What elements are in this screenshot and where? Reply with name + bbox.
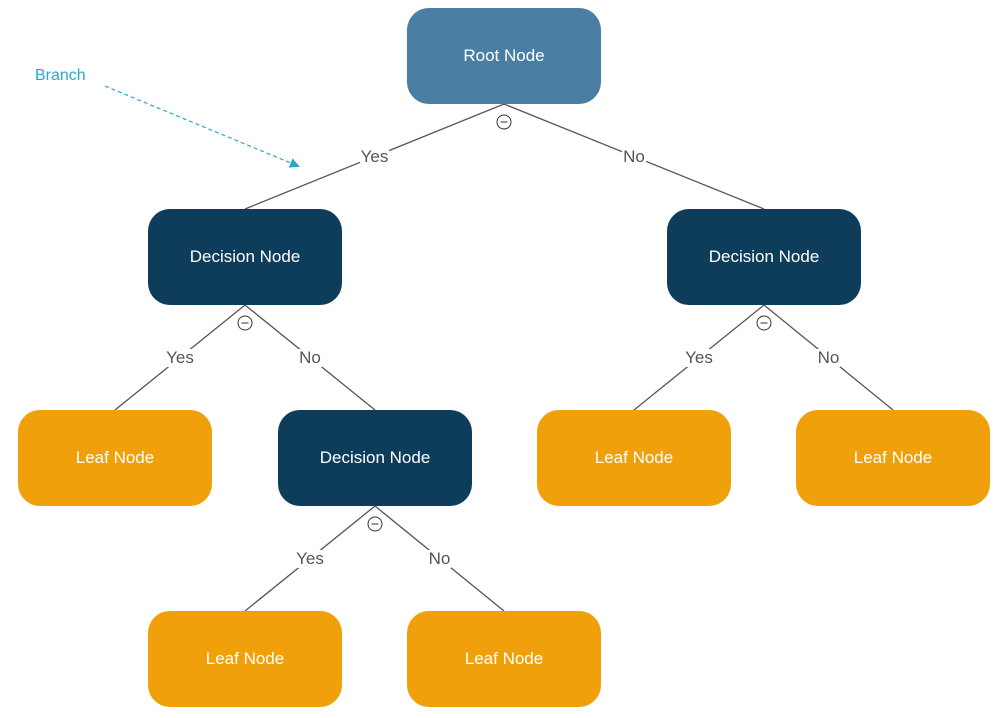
leaf-node: Leaf Node [18, 410, 212, 506]
root-node: Root Node [407, 8, 601, 104]
branch-annotation-label: Branch [35, 67, 86, 84]
edge-label-no: No [816, 347, 841, 367]
node-label: Decision Node [708, 247, 820, 266]
node-label: Leaf Node [205, 649, 285, 668]
edge-label-no: No [298, 347, 322, 367]
decision-node: Decision Node [278, 410, 472, 506]
collapse-toggle-icon[interactable] [496, 114, 512, 130]
edge-label-no: No [427, 548, 452, 568]
edge-label-no: No [622, 146, 646, 166]
collapse-toggle-icon[interactable] [237, 315, 253, 331]
decision-node: Decision Node [667, 209, 861, 305]
edge-layer [114, 103, 894, 612]
edge-label-yes: Yes [295, 548, 325, 568]
collapse-toggle-icon[interactable] [367, 516, 383, 532]
node-label: Leaf Node [75, 448, 155, 467]
node-label: Decision Node [189, 247, 301, 266]
annotation-arrow [104, 85, 300, 168]
leaf-node: Leaf Node [407, 611, 601, 707]
collapse-toggle-icon[interactable] [756, 315, 772, 331]
leaf-node: Leaf Node [537, 410, 731, 506]
node-label: Decision Node [319, 448, 431, 467]
edge-label-yes: Yes [359, 146, 390, 166]
node-label: Leaf Node [464, 649, 544, 668]
decision-node: Decision Node [148, 209, 342, 305]
leaf-node: Leaf Node [796, 410, 990, 506]
leaf-node: Leaf Node [148, 611, 342, 707]
edge-label-yes: Yes [684, 347, 714, 367]
node-label: Root Node [463, 46, 545, 65]
node-label: Leaf Node [594, 448, 674, 467]
edge-label-yes: Yes [165, 347, 195, 367]
node-label: Leaf Node [853, 448, 933, 467]
